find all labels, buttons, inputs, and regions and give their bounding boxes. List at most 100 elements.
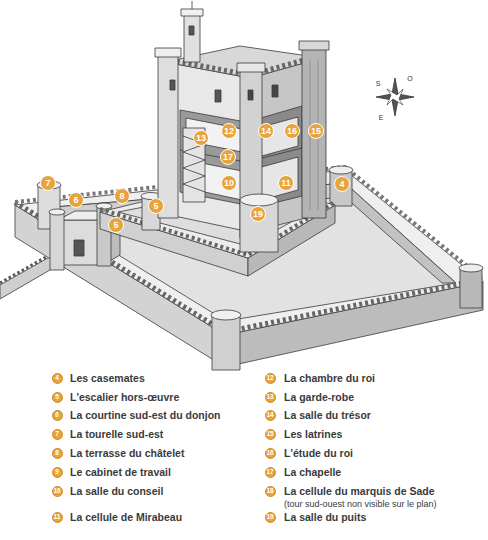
- callout-number-text: 14: [258, 123, 274, 139]
- callout-circle-shape: [265, 373, 275, 383]
- legend-text: L'escalier hors-œuvre: [70, 390, 179, 404]
- callout-number-text: 11: [278, 175, 294, 191]
- callout-number-text: 10: [52, 486, 63, 497]
- legend-note: (tour sud-ouest non visible sur le plan): [284, 497, 437, 511]
- callout-circle-shape: [41, 176, 56, 191]
- callout-circle-shape: [222, 124, 237, 139]
- callout-number-text: 13: [265, 392, 276, 403]
- callout-number-text: 7: [52, 429, 63, 440]
- callout-number: 7: [40, 175, 56, 191]
- callout-circle-shape: [265, 429, 275, 439]
- callout-circle-shape: [52, 410, 62, 420]
- compass-letter: E: [379, 114, 384, 122]
- compass-letter: O: [407, 75, 412, 83]
- callout-circle-shape: [222, 176, 237, 191]
- callout-number-text: 17: [220, 149, 236, 165]
- callout-circle-shape: [259, 124, 274, 139]
- legend-text: La terrasse du châtelet: [70, 446, 184, 460]
- callout-number: 6: [68, 192, 84, 208]
- legend-bullet: 6: [52, 410, 63, 421]
- callout-number-text: 17: [265, 467, 276, 478]
- callout-number-text: 13: [193, 130, 209, 146]
- callout-circle-shape: [69, 193, 84, 208]
- callout-number: 13: [193, 130, 209, 146]
- legend-text: Le cabinet de travail: [70, 465, 171, 479]
- callout-circle-shape: [251, 207, 266, 222]
- callout-circle-shape: [285, 124, 300, 139]
- legend-bullet: 12: [265, 373, 276, 384]
- callout-circle-shape: [279, 176, 294, 191]
- callout-circle-shape: [52, 467, 62, 477]
- callout-number-text: 5: [108, 217, 124, 233]
- legend-text: La courtine sud-est du donjon: [70, 408, 221, 422]
- callout-number-text: 11: [52, 512, 63, 523]
- callout-number-text: 6: [68, 192, 84, 208]
- callout-number-text: 6: [52, 410, 63, 421]
- callout-circle-shape: [109, 218, 124, 233]
- callout-circle-shape: [149, 199, 164, 214]
- callout-circle-shape: [221, 150, 236, 165]
- callout-number-text: 5: [52, 392, 63, 403]
- callout-number: 16: [284, 123, 300, 139]
- callout-number-text: 10: [221, 175, 237, 191]
- legend-bullet: 8: [52, 448, 63, 459]
- callout-number: 14: [258, 123, 274, 139]
- callout-number-text: 19: [250, 206, 266, 222]
- legend-text: La chapelle: [284, 465, 341, 479]
- legend-bullet: 18: [265, 486, 276, 497]
- callout-circle-shape: [265, 448, 275, 458]
- legend-bullet: 11: [52, 512, 63, 523]
- callout-circle-shape: [309, 124, 324, 139]
- legend-bullet: 4: [52, 373, 63, 384]
- callout-number-text: 16: [284, 123, 300, 139]
- legend-text: La salle du conseil: [70, 484, 163, 498]
- legend-bullet: 19: [265, 512, 276, 523]
- callout-circle-shape: [52, 392, 62, 402]
- legend-text: La cellule du marquis de Sade: [284, 484, 435, 498]
- legend-bullet: 5: [52, 392, 63, 403]
- callout-number: 12: [221, 123, 237, 139]
- legend-bullet: 13: [265, 392, 276, 403]
- callout-number: 10: [221, 175, 237, 191]
- callout-number: 8: [114, 188, 130, 204]
- legend-bullet: 17: [265, 467, 276, 478]
- callout-number-text: 16: [265, 448, 276, 459]
- callout-circle-shape: [52, 448, 62, 458]
- callout-circle-shape: [52, 373, 62, 383]
- callout-circle-shape: [115, 189, 130, 204]
- legend-text: Les latrines: [284, 427, 342, 441]
- legend-text: La salle du trésor: [284, 408, 371, 422]
- legend-bullet: 15: [265, 429, 276, 440]
- callout-number-text: 4: [52, 373, 63, 384]
- callout-number-text: 15: [308, 123, 324, 139]
- callout-number: 5: [148, 198, 164, 214]
- legend-text: La chambre du roi: [284, 371, 375, 385]
- callout-circle-shape: [335, 177, 350, 192]
- callout-number-text: 9: [52, 467, 63, 478]
- callout-number-text: 12: [221, 123, 237, 139]
- callout-circle-shape: [265, 410, 275, 420]
- callout-number-text: 12: [265, 373, 276, 384]
- callout-number-text: 4: [334, 176, 350, 192]
- callout-number: 11: [278, 175, 294, 191]
- callout-number-text: 5: [148, 198, 164, 214]
- callout-number-text: 19: [265, 512, 276, 523]
- callout-number-text: 7: [40, 175, 56, 191]
- compass-letter: S: [376, 80, 381, 88]
- callout-circle-shape: [265, 512, 275, 522]
- callout-number-text: 8: [114, 188, 130, 204]
- callout-circle-shape: [52, 512, 62, 522]
- callout-number: 19: [250, 206, 266, 222]
- callout-number-text: 18: [265, 486, 276, 497]
- callout-circle-shape: [194, 131, 209, 146]
- legend-text: La salle du puits: [284, 510, 366, 524]
- callout-number: 17: [220, 149, 236, 165]
- legend-text: La cellule de Mirabeau: [70, 510, 182, 524]
- callout-circle-shape: [265, 392, 275, 402]
- callout-number-text: 14: [265, 410, 276, 421]
- callout-number: 4: [334, 176, 350, 192]
- callout-number: 5: [108, 217, 124, 233]
- callout-number-text: 8: [52, 448, 63, 459]
- callout-circle-shape: [52, 486, 62, 496]
